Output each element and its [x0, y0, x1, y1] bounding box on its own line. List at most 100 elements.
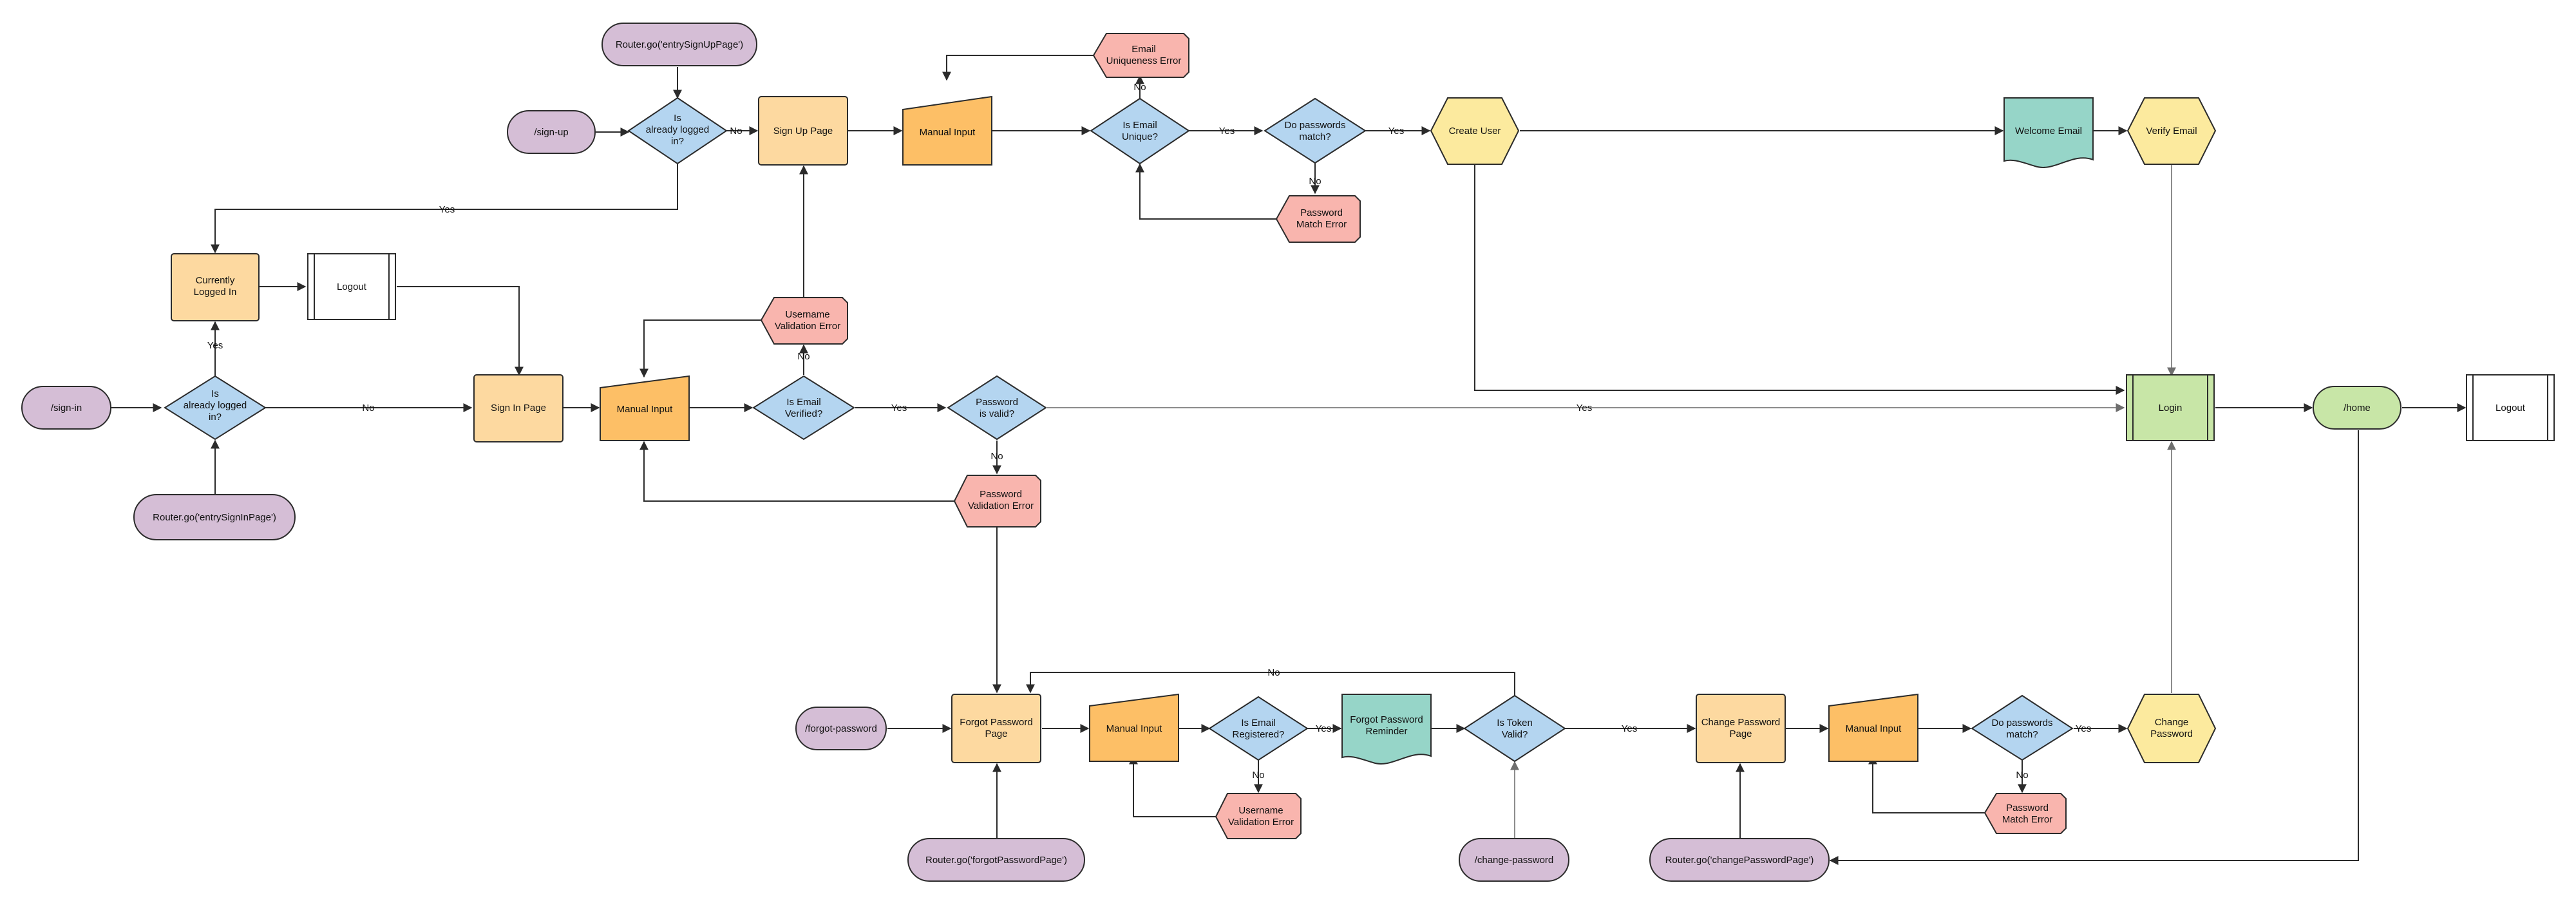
terminal-shape	[1649, 838, 1830, 882]
edge-label: No	[1267, 667, 1280, 678]
edge-password-error-to-manual-input-bottom	[1868, 755, 1985, 813]
manual-input-forgot: Manual Input	[1089, 693, 1179, 762]
node-label-line: in?	[671, 136, 684, 147]
node-label-line: match?	[1299, 131, 1331, 142]
decision-already-logged-in-left: Is already logged in?	[164, 375, 267, 441]
edge-decision-yes-to-currently-logged-in	[211, 164, 678, 254]
edge-create-user-to-login	[1474, 165, 2125, 395]
terminal-shape	[795, 707, 887, 750]
manual-input-shape	[902, 95, 992, 166]
process-shape	[171, 253, 260, 321]
process-shape	[1696, 694, 1786, 763]
hexagon-shape	[2126, 97, 2217, 165]
edge-username-error-to-manual-input	[639, 319, 761, 378]
node-label: Manual Input	[617, 404, 674, 415]
error-shape	[760, 297, 848, 345]
edge-label: No	[730, 126, 742, 137]
terminal-shape	[1459, 838, 1569, 882]
terminal-shape	[507, 110, 596, 154]
error-shape	[1984, 793, 2067, 834]
terminal-signup-route: /sign-up	[507, 110, 596, 154]
node-label: Router.go('entrySignUpPage')	[616, 39, 743, 50]
process-currently-logged-in: Currently Logged In	[171, 253, 260, 321]
node-label: Manual Input	[1846, 723, 1902, 734]
decision-password-valid: Password is valid?	[947, 375, 1047, 441]
subprocess-shape	[307, 253, 396, 320]
node-label: /sign-up	[534, 127, 568, 138]
manual-input-signup: Manual Input	[902, 95, 992, 166]
decision-shape	[627, 97, 728, 165]
decision-passwords-match-top: Do passwords match?	[1264, 97, 1367, 164]
node-label-line: Valid?	[1502, 729, 1528, 740]
edge-label: Yes	[207, 340, 223, 351]
edge-label: Yes	[2076, 723, 2091, 734]
error-shape	[953, 475, 1041, 528]
edge-label: Yes	[891, 403, 907, 413]
document-forgot-password-reminder: Forgot Password Reminder	[1341, 694, 1432, 765]
edge-label: Yes	[439, 204, 455, 215]
node-label-line: Match Error	[2002, 814, 2052, 825]
node-label-line: Change Password	[1701, 717, 1781, 728]
node-label-line: Validation Error	[1228, 817, 1294, 828]
manual-input-shape	[1828, 693, 1918, 762]
terminal-shape	[2313, 386, 2401, 430]
edge-label: No	[990, 451, 1003, 462]
node-label-line: Verified?	[785, 408, 822, 419]
node-label-line: Is Token	[1497, 718, 1533, 728]
decision-email-verified: Is Email Verified?	[752, 375, 855, 441]
node-label: Sign In Page	[491, 403, 546, 413]
decision-already-logged-in-top: Is already logged in?	[627, 97, 728, 165]
edge-username-error-to-manual-input-bottom	[1129, 755, 1216, 817]
node-label-line: Is	[674, 113, 681, 124]
node-label-line: Do passwords	[1991, 718, 2052, 728]
edge-password-error-to-email-unique	[1135, 163, 1276, 220]
node-label-line: Is	[211, 388, 219, 399]
error-username-validation-top: Username Validation Error	[760, 297, 848, 345]
document-welcome-email: Welcome Email	[2003, 97, 2094, 168]
node-label: /home	[2344, 403, 2371, 413]
decision-shape	[1208, 696, 1309, 761]
subprocess-shape	[2126, 374, 2215, 441]
node-label-line: Unique?	[1122, 131, 1158, 142]
decision-shape	[1264, 97, 1367, 164]
node-label: Sign Up Page	[773, 126, 833, 137]
process-shape	[758, 96, 848, 166]
edge-label: No	[797, 351, 810, 362]
hexagon-shape	[1430, 97, 1520, 165]
error-password-match-bottom: Password Match Error	[1984, 793, 2067, 834]
terminal-home-route: /home	[2313, 386, 2401, 430]
node-label: Manual Input	[920, 127, 976, 138]
node-label: Logout	[2496, 403, 2526, 413]
process-signup-page: Sign Up Page	[758, 96, 848, 166]
node-label-line: Username	[1238, 805, 1283, 816]
node-label: Login	[2159, 403, 2183, 413]
node-label: Router.go('changePasswordPage')	[1665, 855, 1814, 866]
node-label-line: Validation Error	[775, 321, 840, 332]
edge-label: No	[2016, 770, 2028, 781]
edge-label: Yes	[1577, 403, 1592, 413]
node-label: Manual Input	[1106, 723, 1163, 734]
node-label-line: Uniqueness Error	[1106, 55, 1182, 66]
terminal-shape	[133, 494, 296, 540]
terminal-shape	[907, 838, 1085, 882]
hexagon-create-user: Create User	[1430, 97, 1520, 165]
subprocess-logout-left: Logout	[307, 253, 396, 320]
node-label-line: Password	[976, 397, 1018, 408]
process-forgot-password-page: Forgot Password Page	[951, 694, 1041, 763]
terminal-router-change: Router.go('changePasswordPage')	[1649, 838, 1830, 882]
node-label-line: already logged	[646, 124, 709, 135]
node-label-line: Match Error	[1296, 219, 1347, 230]
node-label-line: match?	[2006, 729, 2038, 740]
node-label-line: Forgot Password	[1350, 714, 1423, 725]
node-label-line: Change	[2155, 717, 2189, 728]
decision-shape	[1971, 694, 2074, 761]
node-label-line: already logged	[184, 400, 247, 411]
error-password-match-top: Password Match Error	[1275, 195, 1361, 243]
manual-input-change: Manual Input	[1828, 693, 1918, 762]
hexagon-verify-email: Verify Email	[2126, 97, 2217, 165]
node-label-line: Password	[980, 489, 1022, 500]
node-label-line: Logged In	[194, 287, 237, 298]
node-label-line: Is Email	[1241, 718, 1275, 728]
process-shape	[951, 694, 1041, 763]
